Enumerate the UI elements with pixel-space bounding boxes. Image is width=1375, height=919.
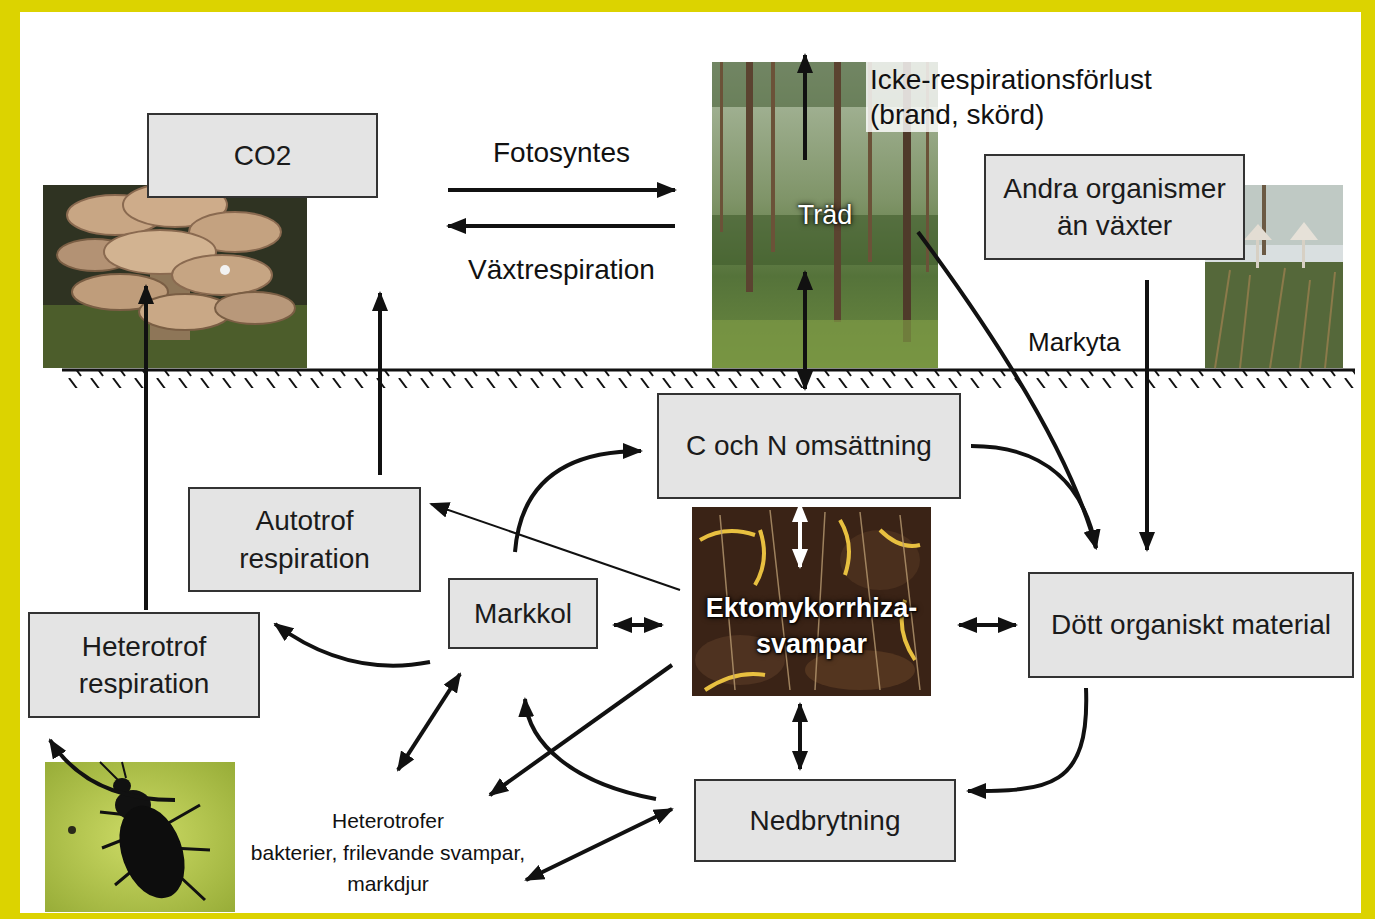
forest-photo-part xyxy=(771,62,775,252)
beetle-photo-part xyxy=(45,762,235,912)
connector-arrow xyxy=(525,699,656,799)
connector-arrow xyxy=(526,809,672,880)
connector-arrow xyxy=(275,624,430,666)
connector-arrow xyxy=(971,446,1096,548)
grass-photo-part xyxy=(1244,224,1272,240)
grass-photo-part xyxy=(1290,222,1318,240)
forest-photo-part xyxy=(834,62,841,322)
connector-arrow xyxy=(798,504,802,567)
loss-arrow xyxy=(803,55,807,160)
pool-box: Dött organiskt material xyxy=(1028,572,1354,678)
connector-arrow xyxy=(968,688,1086,791)
gas-box: CO2 xyxy=(147,113,378,198)
ground-surface-part xyxy=(62,369,1355,372)
node-text: Andra organismer än växter xyxy=(996,170,1233,244)
mycorrhiza-photo-part xyxy=(692,507,931,696)
connector-arrow xyxy=(144,286,148,610)
beetle-photo-part xyxy=(68,826,76,834)
connector-arrow xyxy=(398,674,460,770)
connector-arrow xyxy=(959,623,1016,627)
process-box: C och N omsättning xyxy=(657,393,961,499)
mushroom-photo xyxy=(43,183,307,368)
connector-arrow xyxy=(378,293,382,475)
mushroom-photo-part xyxy=(172,255,272,295)
grass-photo-part xyxy=(1205,262,1343,368)
forest-photo-part xyxy=(712,320,938,368)
edge-label: Fotosyntes xyxy=(489,135,634,170)
beetle-photo-part xyxy=(107,797,196,908)
node-text: Heterotrof respiration xyxy=(40,628,248,702)
forest-photo-part xyxy=(720,62,723,232)
node-text: Heterotrofer xyxy=(332,805,444,837)
connector-arrow xyxy=(515,451,641,552)
node-text: Ektomykorrhiza- svampar xyxy=(702,591,921,661)
organism-box: Andra organismer än växter xyxy=(984,154,1245,260)
connector-arrow xyxy=(614,623,662,627)
note-label: Icke-respirationsförlust (brand, skörd) xyxy=(866,62,1178,132)
node-text: Markkol xyxy=(474,595,572,632)
mushroom-photo-part xyxy=(220,265,230,275)
node-text: Dött organiskt material xyxy=(1051,606,1331,643)
node-text: C och N omsättning xyxy=(686,427,932,464)
node-text: CO2 xyxy=(234,137,292,174)
grass-photo-part xyxy=(1262,185,1266,255)
mushroom-photo-part xyxy=(215,292,295,324)
connector-arrow xyxy=(448,224,675,228)
connector-arrow xyxy=(448,188,675,192)
connector-arrow xyxy=(50,740,175,800)
grass-photo-part xyxy=(1256,240,1259,268)
edge-label: Växtrespiration xyxy=(464,252,659,287)
respiration-box: Autotrof respiration xyxy=(188,487,421,592)
node-text: Träd xyxy=(798,200,853,231)
beetle-photo xyxy=(45,762,235,912)
node-text: Nedbrytning xyxy=(750,802,901,839)
connector-arrow xyxy=(918,232,1096,548)
grass-photo-part xyxy=(1215,268,1335,368)
connector-arrow xyxy=(1145,280,1149,550)
surface-label: Markyta xyxy=(1024,326,1124,359)
connector-arrow xyxy=(798,704,802,769)
node-subtext: bakterier, frilevande svampar, markdjur xyxy=(246,837,530,900)
mycorrhiza-photo xyxy=(692,507,931,696)
node-text: Autotrof respiration xyxy=(200,502,409,576)
fungi-photo-node: Ektomykorrhiza- svampar xyxy=(692,507,931,696)
forest-photo-part xyxy=(746,62,753,292)
connector-arrow xyxy=(803,272,807,389)
ground-surface-part xyxy=(62,371,1355,388)
organism-group: Heterotroferbakterier, frilevande svampa… xyxy=(238,805,538,900)
respiration-box: Heterotrof respiration xyxy=(28,612,260,718)
pool-box: Markkol xyxy=(448,578,598,649)
connector-arrow xyxy=(490,665,672,795)
process-box: Nedbrytning xyxy=(694,779,956,862)
grass-photo-part xyxy=(1302,240,1305,268)
ground-surface xyxy=(62,370,1355,388)
beetle-photo-part xyxy=(100,762,126,780)
